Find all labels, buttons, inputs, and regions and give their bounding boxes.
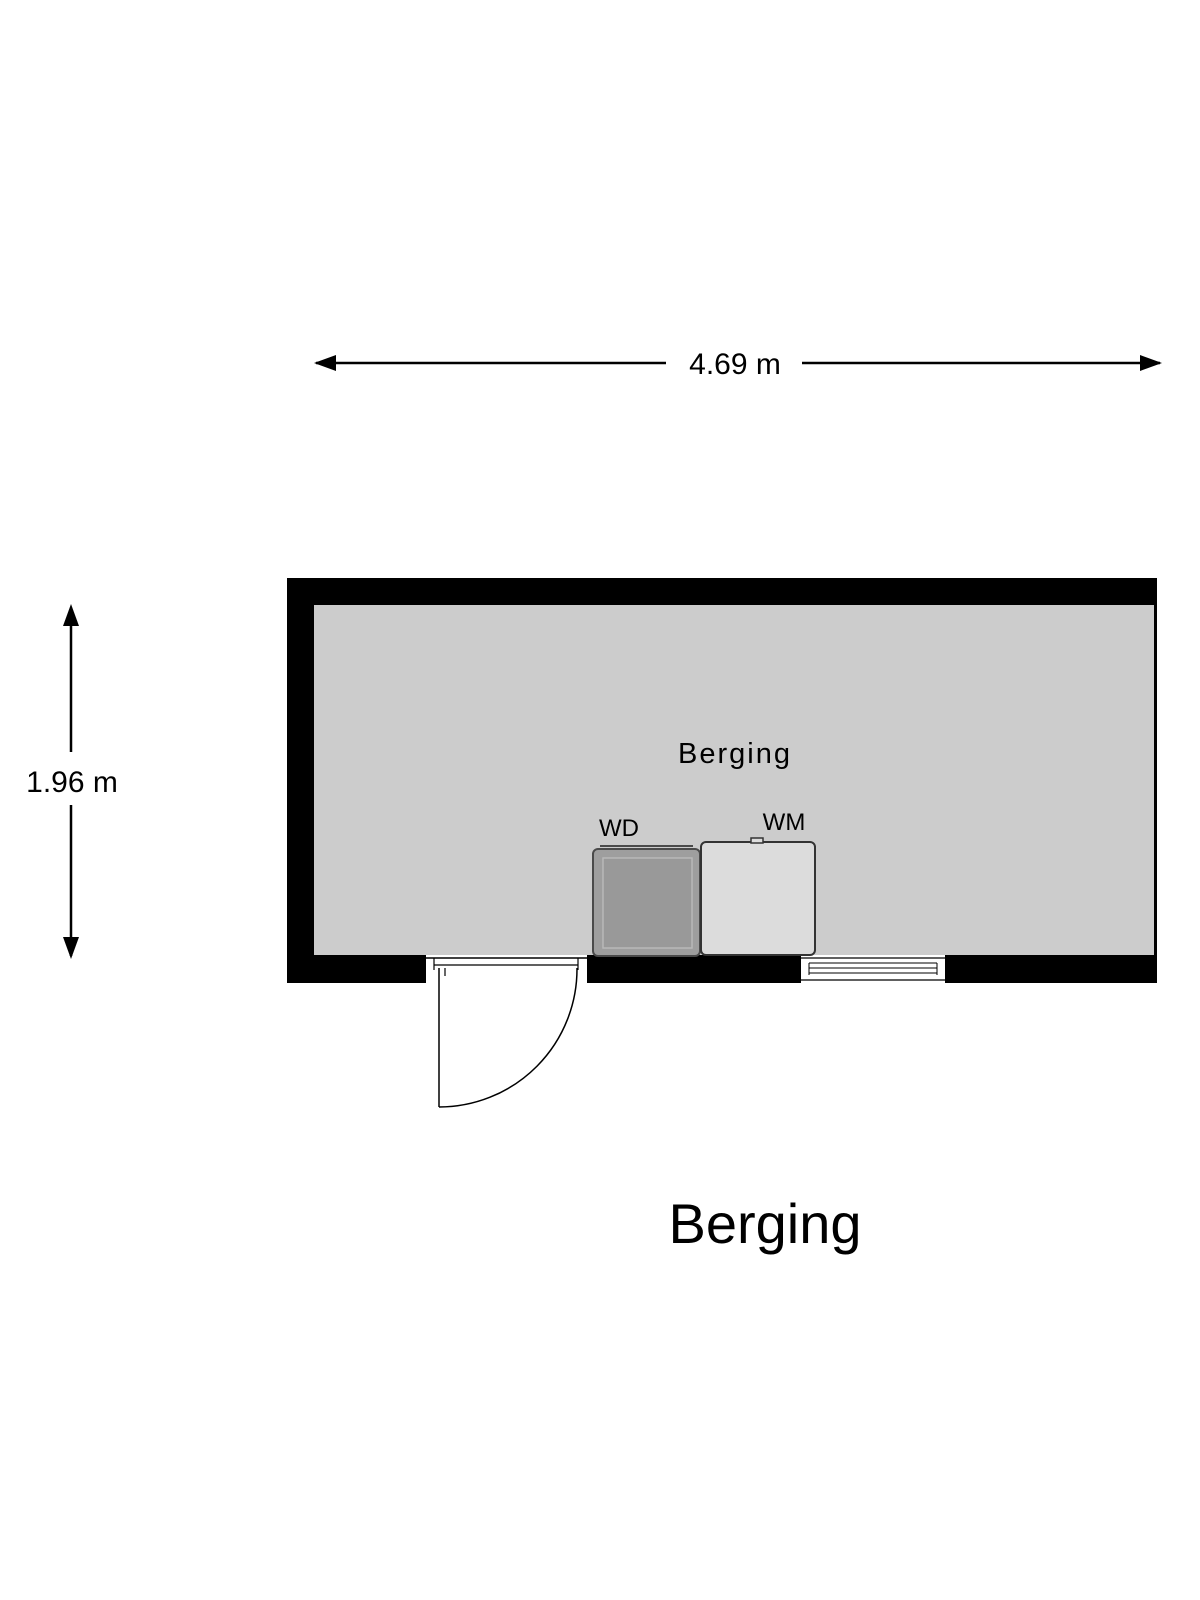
washer-label: WM [763, 809, 806, 836]
arrow-left-icon [314, 355, 336, 371]
door-swing-arc [438, 967, 578, 1108]
height-dimension-label: 1.96 m [26, 766, 118, 799]
window-opening [801, 955, 945, 983]
door-opening [426, 955, 587, 983]
dryer: WD [592, 815, 701, 957]
room: Berging [287, 578, 1157, 1108]
room-label: Berging [678, 738, 792, 770]
washer: WM [700, 809, 816, 956]
washer-knob-icon [750, 837, 764, 844]
plan-caption: Berging [668, 1192, 861, 1255]
dryer-inner-icon [602, 857, 693, 949]
dryer-label: WD [599, 815, 639, 842]
arrow-down-icon [63, 937, 79, 959]
arrow-up-icon [63, 604, 79, 626]
arrow-right-icon [1140, 355, 1162, 371]
window [801, 957, 945, 981]
width-dimension: 4.69 m [314, 348, 1162, 381]
width-dimension-label: 4.69 m [689, 348, 781, 381]
washer-body-icon [700, 841, 816, 956]
height-dimension: 1.96 m [26, 604, 118, 959]
